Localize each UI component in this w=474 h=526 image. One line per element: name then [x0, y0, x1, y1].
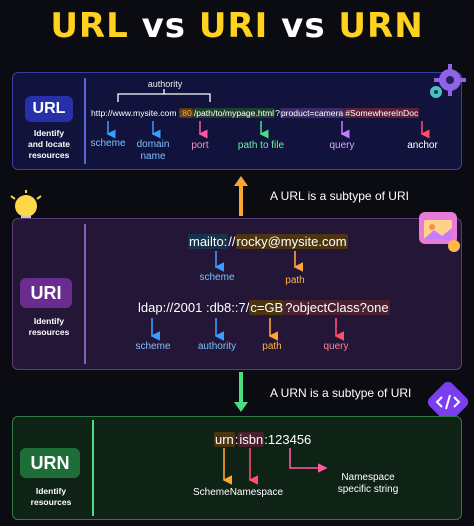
- urn-divider: [92, 420, 94, 516]
- urn-label-nss-line-2: specific string: [337, 484, 399, 495]
- url-panel: [12, 72, 462, 170]
- url-arrows: [106, 121, 430, 139]
- mailto-label-path: path: [285, 275, 305, 286]
- ldap-scheme: ldap: [138, 300, 163, 315]
- url-port: :80: [178, 108, 193, 118]
- url-badge: URL: [25, 96, 73, 122]
- urn-label-namespace: Namespace: [229, 487, 284, 498]
- urn-label-scheme-namespace: SchemeNamespace: [193, 487, 283, 498]
- ldap-label-scheme: scheme: [135, 341, 171, 352]
- mailto-arrows: [214, 251, 303, 272]
- uri-description: Identify resources: [16, 316, 82, 338]
- label-domain-line-1: domain: [136, 139, 170, 150]
- url-query: product=camera: [279, 108, 345, 118]
- urn-nss: 123456: [267, 432, 312, 447]
- uri-mailto-example: mailto://rocky@mysite.com: [188, 234, 348, 249]
- uri-divider: [84, 224, 86, 364]
- ldap-query: ?objectClass?one: [284, 300, 390, 315]
- uri-ldap-example: ldap://2001 :db8::7/c=GB?objectClass?one: [138, 300, 390, 315]
- url-query-prefix: ?: [275, 108, 280, 118]
- label-anchor: anchor: [407, 140, 438, 151]
- url-anchor: #SomewhereInDoc: [344, 108, 420, 118]
- urn-arrows: [222, 448, 328, 485]
- mailto-slashes: //: [228, 234, 236, 249]
- ldap-slash: /: [245, 300, 250, 315]
- ldap-label-query: query: [323, 341, 349, 352]
- urn-badge: URN: [20, 448, 80, 478]
- url-domain: www.mysite.com: [112, 108, 177, 118]
- label-domain-line-2: name: [140, 151, 166, 162]
- urn-label-nss-line-1: Namespace: [341, 472, 395, 483]
- ldap-authority: 2001 :db8::7: [173, 300, 246, 315]
- urn-scheme: urn: [214, 432, 235, 447]
- urn-namespace: isbn: [238, 432, 265, 447]
- uri-desc-line-2: resources: [28, 327, 70, 337]
- label-port: port: [191, 140, 209, 151]
- up-arrow: [234, 176, 248, 216]
- urn-sep-2: :: [264, 432, 268, 447]
- title-uri: URI: [198, 6, 269, 46]
- urn-desc-line-2: resources: [30, 497, 72, 507]
- authority-label: authority: [147, 79, 183, 89]
- mailto-path: rocky@mysite.com: [235, 234, 348, 249]
- url-desc-line-3: resources: [28, 150, 70, 160]
- ldap-sep: ://: [162, 300, 174, 315]
- code-icon: [427, 381, 469, 423]
- ldap-label-path: path: [262, 341, 282, 352]
- urn-label-scheme: Scheme: [193, 487, 230, 498]
- gear-icon: [430, 64, 466, 98]
- title-vs-1: vs: [141, 6, 187, 46]
- relation-urn-uri: A URN is a subtype of URI: [270, 386, 412, 400]
- url-desc-line-1: Identify: [33, 128, 65, 138]
- label-domain-name: domain name: [133, 139, 173, 163]
- ldap-path: c=GB: [249, 300, 285, 315]
- url-example: http://www.mysite.com :80/path/to/mypage…: [91, 108, 420, 118]
- url-scheme: http://: [91, 108, 113, 118]
- label-path-to-file: path to file: [237, 140, 285, 151]
- urn-description: Identify resources: [16, 486, 86, 508]
- uri-desc-line-1: Identify: [33, 316, 65, 326]
- url-divider: [84, 78, 86, 164]
- mailto-scheme: mailto:: [188, 234, 229, 249]
- urn-desc-line-1: Identify: [35, 486, 67, 496]
- ldap-label-authority: authority: [197, 341, 237, 352]
- authority-bracket: [117, 89, 211, 102]
- urn-panel: [12, 416, 462, 520]
- ldap-arrows: [150, 318, 344, 341]
- title-urn: URN: [338, 6, 424, 46]
- url-description: Identify and locate resources: [16, 128, 82, 161]
- urn-example: urn:isbn:123456: [214, 432, 311, 447]
- label-query: query: [329, 140, 355, 151]
- urn-label-nss: Namespace specific string: [328, 472, 408, 496]
- relation-url-uri: A URL is a subtype of URI: [270, 189, 409, 203]
- down-arrow: [234, 372, 248, 412]
- url-path: /path/to/mypage.html: [192, 108, 276, 118]
- uri-badge: URI: [20, 278, 72, 308]
- title-url: URL: [50, 6, 129, 46]
- title-vs-2: vs: [281, 6, 326, 46]
- mailto-label-scheme: scheme: [199, 272, 235, 283]
- url-desc-line-2: and locate: [27, 139, 71, 149]
- page-title: URL vs URI vs URN: [0, 6, 474, 46]
- label-scheme: scheme: [90, 138, 126, 149]
- urn-sep-1: :: [234, 432, 239, 447]
- browser-window-icon: [419, 212, 460, 252]
